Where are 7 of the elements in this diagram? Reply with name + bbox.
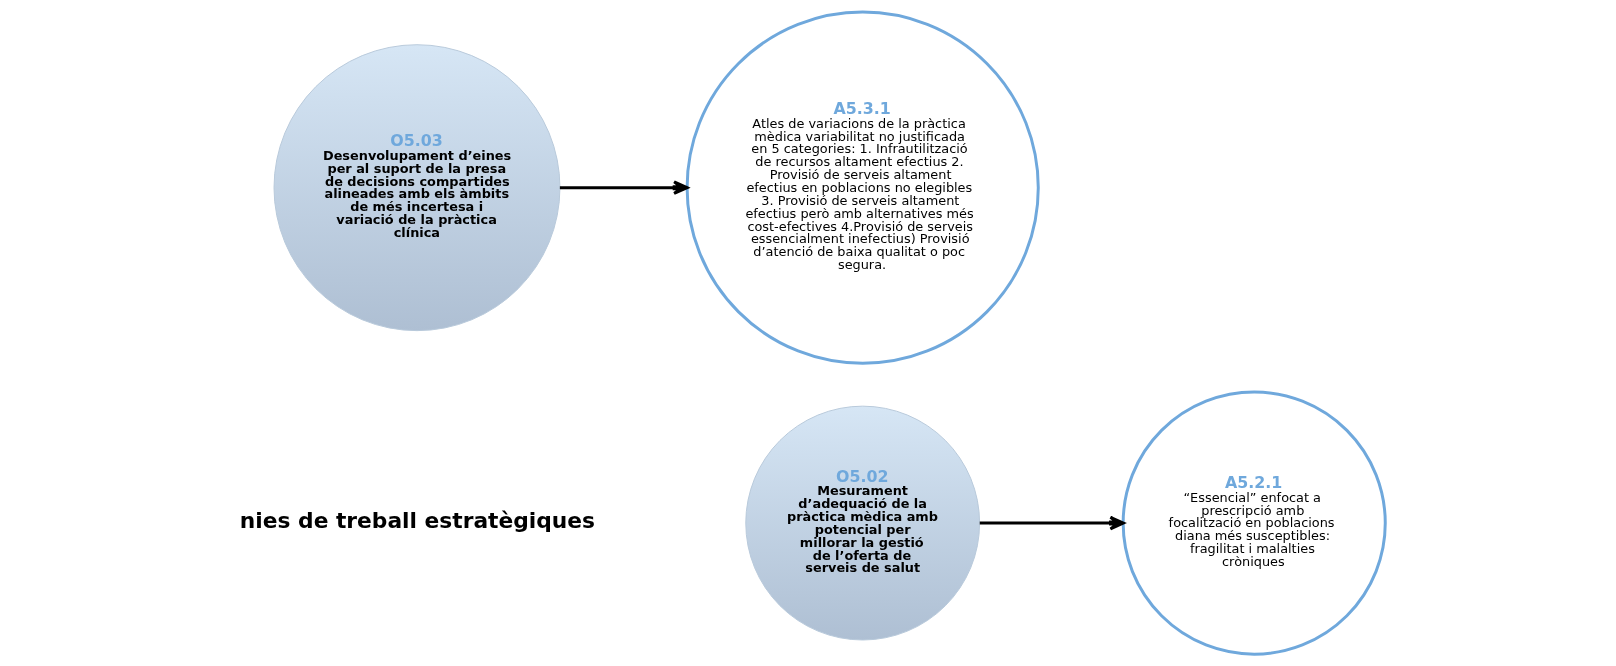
arrow xyxy=(979,515,1125,531)
label: nies de treball estratègiques xyxy=(239,507,595,533)
node-circle: O5.03 Desenvolupament d’eines per al suport de la presa de decisions compartides alineades amb els àmbits de més incertesa i variació de la pràctica clínica xyxy=(273,44,560,332)
arrow xyxy=(559,180,688,195)
node-circle: A5.2.1 “Essencial” enfocat a prescripció amb focalització en poblacions diana més susceptibles: fragilitat i malalties cròniques xyxy=(1121,390,1387,656)
node-circle: A5.3.1 Atles de variacions de la pràctica mèdica variabilitat no justificada en 5 categories: 1. Infrautilització de recursos altament efectius 2. Provisió de serveis altament efectius en poblacions no elegibles 3. Provisió de serveis altament efectius però amb alternatives més cost-efectives 4.Provisió de serveis essencialment inefectius) Provisió d’atenció de baixa qualitat o poc segura. xyxy=(685,10,1040,365)
node-circle: O5.02 Mesurament d’adequació de la pràctica mèdica amb potencial per millorar la gestió de l’oferta de serveis de salut xyxy=(744,405,980,641)
